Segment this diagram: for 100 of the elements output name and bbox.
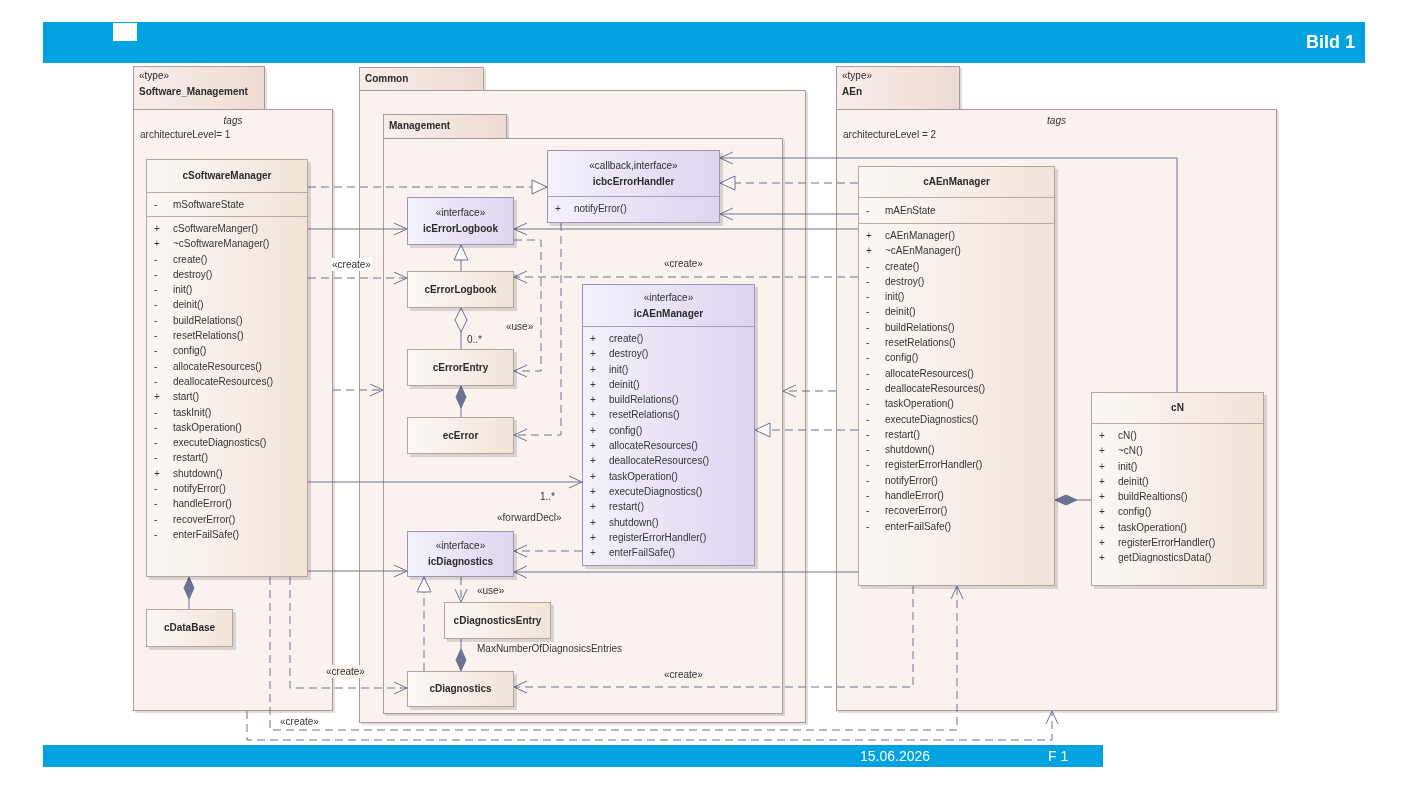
class-name: cErrorEntry bbox=[432, 360, 489, 375]
dependency-arrow bbox=[332, 383, 384, 397]
dependency-arrow bbox=[246, 710, 1059, 741]
visibility-sign: + bbox=[590, 424, 596, 436]
stereotype-label: «forwardDecl» bbox=[496, 511, 563, 524]
tag-value: architectureLevel = 2 bbox=[843, 128, 937, 142]
operation-name: init() bbox=[609, 362, 629, 377]
visibility-sign: - bbox=[866, 444, 870, 456]
dependency-arrow bbox=[289, 576, 408, 695]
class-box bbox=[1091, 392, 1264, 586]
dependency-arrow bbox=[307, 271, 408, 285]
stereotype-label: «create» bbox=[663, 257, 704, 270]
visibility-sign: + bbox=[590, 547, 596, 559]
class-box bbox=[858, 166, 1055, 586]
operation-name: destroy() bbox=[609, 347, 649, 362]
operation-name: executeDiagnostics() bbox=[609, 484, 703, 499]
association-arrow bbox=[307, 222, 408, 236]
operation-name: config() bbox=[1118, 505, 1152, 520]
class-name: icbcErrorHandler bbox=[592, 174, 675, 189]
operation-name: buildRelations() bbox=[173, 313, 243, 328]
visibility-sign: - bbox=[154, 421, 158, 433]
operation-name: init() bbox=[173, 283, 193, 298]
association-arrow bbox=[513, 565, 859, 579]
visibility-sign: - bbox=[866, 367, 870, 379]
operation-name: resetRelations() bbox=[609, 408, 680, 423]
operation-name: destroy() bbox=[885, 274, 925, 289]
operation-name: restart() bbox=[609, 500, 644, 515]
operation-name: deinit() bbox=[885, 305, 916, 320]
visibility-sign: - bbox=[866, 459, 870, 471]
visibility-sign: - bbox=[866, 321, 870, 333]
operation-name: registerErrorHandler() bbox=[609, 530, 707, 545]
operation-name: handleError() bbox=[885, 489, 944, 504]
visibility-sign: - bbox=[866, 520, 870, 532]
operation-name: executeDiagnostics() bbox=[173, 436, 267, 451]
visibility-sign: + bbox=[154, 391, 160, 403]
visibility-sign: + bbox=[1099, 460, 1105, 472]
realization-arrow bbox=[416, 576, 432, 672]
page-number: F 1 bbox=[1048, 747, 1069, 765]
visibility-sign: - bbox=[866, 490, 870, 502]
operation-name: handleError() bbox=[173, 497, 232, 512]
operation-name: config() bbox=[609, 423, 643, 438]
visibility-sign: - bbox=[866, 306, 870, 318]
class-name: cAEnManager bbox=[923, 175, 990, 189]
visibility-sign: - bbox=[154, 198, 158, 210]
realization-arrow bbox=[307, 179, 548, 195]
operation-name: deallocateResources() bbox=[609, 454, 710, 469]
class-name: ecError bbox=[442, 428, 479, 443]
operation-name: registerErrorHandler() bbox=[1118, 536, 1216, 551]
visibility-sign: + bbox=[1099, 430, 1105, 441]
visibility-sign: + bbox=[590, 440, 596, 452]
visibility-sign: + bbox=[590, 470, 596, 482]
operation-name: shutdown() bbox=[885, 443, 935, 458]
slide-title: Bild 1 bbox=[1306, 31, 1355, 53]
visibility-sign: + bbox=[1099, 475, 1105, 487]
visibility-sign: + bbox=[1099, 552, 1105, 564]
visibility-sign: - bbox=[866, 382, 870, 394]
class-box bbox=[407, 671, 514, 707]
visibility-sign: - bbox=[866, 413, 870, 425]
package-name: Common bbox=[365, 71, 409, 86]
visibility-sign: + bbox=[590, 363, 596, 375]
uml-package bbox=[383, 114, 783, 714]
operation-name: allocateResources() bbox=[885, 366, 974, 381]
operation-name: taskOperation() bbox=[173, 420, 242, 435]
visibility-sign: + bbox=[590, 348, 596, 360]
dependency-arrow bbox=[782, 384, 837, 398]
visibility-sign: + bbox=[590, 455, 596, 467]
operation-name: resetRelations() bbox=[173, 329, 244, 344]
operation-name: config() bbox=[885, 351, 919, 366]
stereotype-label: «type» bbox=[139, 69, 170, 83]
operation-name: buildRelations() bbox=[885, 320, 955, 335]
visibility-sign: + bbox=[1099, 491, 1105, 503]
class-name: cErrorLogbook bbox=[424, 282, 497, 297]
visibility-sign: + bbox=[1099, 506, 1105, 518]
association-arrow bbox=[307, 475, 583, 489]
visibility-sign: + bbox=[154, 223, 160, 234]
class-box bbox=[407, 349, 514, 386]
association-arrow bbox=[719, 207, 859, 221]
package-name: Management bbox=[389, 119, 451, 133]
operation-name: taskOperation() bbox=[1118, 520, 1187, 535]
interface-box bbox=[582, 284, 755, 566]
attribute-name: mSoftwareState bbox=[173, 197, 245, 212]
operation-name: allocateResources() bbox=[609, 439, 698, 454]
visibility-sign: - bbox=[866, 275, 870, 287]
visibility-sign: - bbox=[154, 498, 158, 510]
operation-name: recoverError() bbox=[173, 512, 236, 527]
visibility-sign: - bbox=[154, 406, 158, 418]
role-label: MaxNumberOfDiagnosicsEntries bbox=[476, 642, 624, 655]
tag-heading: tags bbox=[223, 114, 243, 128]
dependency-arrow bbox=[513, 585, 914, 694]
operation-name: ~cN() bbox=[1118, 444, 1143, 459]
class-box bbox=[146, 159, 308, 577]
package-name: Software_Management bbox=[139, 85, 248, 99]
operation-name: config() bbox=[173, 344, 207, 359]
visibility-sign: - bbox=[866, 337, 870, 349]
tag-heading: tags bbox=[1047, 114, 1066, 128]
visibility-sign: + bbox=[590, 394, 596, 406]
operation-name: recoverError() bbox=[885, 504, 948, 519]
class-name: cSoftwareManager bbox=[182, 169, 272, 183]
operation-name: resetRelations() bbox=[885, 336, 956, 351]
class-box bbox=[444, 602, 551, 639]
